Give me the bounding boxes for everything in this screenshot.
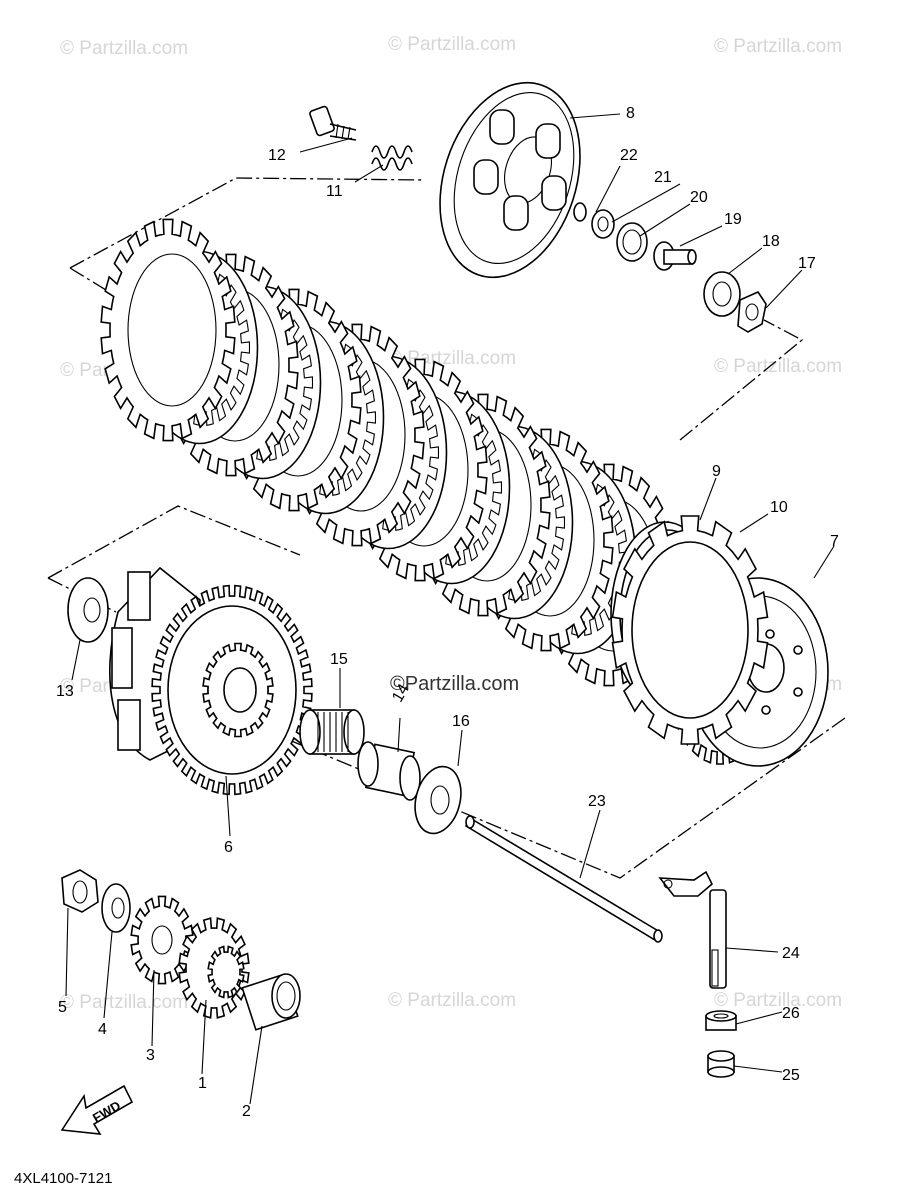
callout-20: 20 [690,189,708,206]
spacer [357,741,421,801]
lock-washer-small [101,883,131,933]
watermark: © Partzilla.com [60,992,188,1013]
callout-26: 26 [782,1005,800,1022]
nut [61,869,99,913]
diagram-code: 4XL4100-7121 [14,1170,112,1187]
small-bearing [707,1050,735,1078]
callout-24: 24 [782,945,800,962]
watermark: © Partzilla.com [714,356,842,377]
callout-22: 22 [620,147,638,164]
callout-13: 13 [56,683,74,700]
callout-8: 8 [626,105,635,122]
washer [414,765,462,835]
friction-plate [100,218,236,442]
callout-15: 15 [330,651,348,668]
lock-washer [611,515,769,745]
watermark: © Partzilla.com [60,38,188,59]
callout-12: 12 [268,147,286,164]
bolt [309,105,357,141]
watermark: © Partzilla.com [714,36,842,57]
callout-2: 2 [242,1103,251,1120]
friction-plate-stack [100,218,677,687]
watermark-center: ©Partzilla.com [390,673,519,695]
spring [371,145,413,171]
push-rod-parts [573,202,767,333]
callout-10: 10 [770,499,788,516]
callout-21: 21 [654,169,672,186]
callout-9: 9 [712,463,721,480]
callout-3: 3 [146,1047,155,1064]
callout-11: 11 [326,183,343,200]
callout-14: 14 [389,681,413,705]
callout-18: 18 [762,233,780,250]
callout-17: 17 [798,255,816,272]
primary-drive-gear [178,917,250,1019]
callout-4: 4 [98,1021,107,1038]
callout-16: 16 [452,713,470,730]
callout-19: 19 [724,211,742,228]
callout-7: 7 [830,533,839,550]
push-rod [464,815,663,943]
pressure-plate [439,81,581,279]
callout-numbers: 1 2 3 4 5 6 7 8 9 10 11 12 13 14 15 16 1… [56,105,839,1120]
forward-direction-arrow: FWD [60,1084,134,1135]
callout-1: 1 [198,1075,207,1092]
gear [130,895,194,985]
oil-seal [705,1010,737,1031]
watermark: © Partzilla.com [714,990,842,1011]
collar [241,973,301,1031]
callout-23: 23 [588,793,606,810]
callout-5: 5 [58,999,67,1016]
thrust-washer [67,577,109,643]
callout-25: 25 [782,1067,800,1084]
clutch-housing [109,566,313,796]
leader-lines [65,113,835,1105]
push-lever [658,870,727,989]
watermark: © Partzilla.com [388,34,516,55]
needle-bearing [299,709,365,755]
callout-6: 6 [224,839,233,856]
watermark: © Partzilla.com [388,990,516,1011]
